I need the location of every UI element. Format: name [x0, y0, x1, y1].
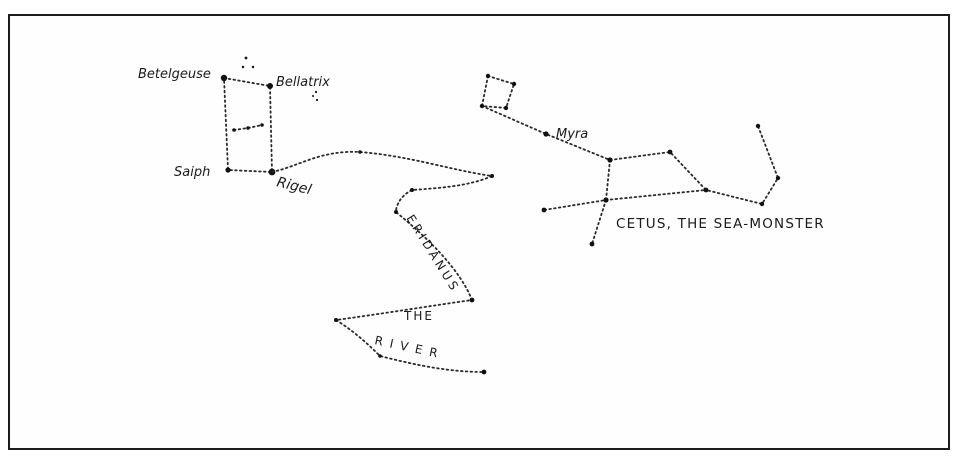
head-star: [241, 65, 245, 69]
faint-star: [312, 95, 314, 97]
river-star: [358, 150, 362, 154]
cetus-star: [775, 175, 781, 181]
belt-star: [260, 123, 264, 127]
river-star: [410, 188, 414, 192]
river-star: [378, 354, 382, 358]
cetus-star: [485, 73, 491, 79]
river-star: [334, 318, 338, 322]
cetus-star: [603, 197, 609, 203]
river-star: [481, 369, 487, 375]
faint-star: [315, 98, 319, 102]
cetus-star: [703, 187, 709, 193]
orion-outline: [223, 77, 273, 173]
river-star: [490, 174, 494, 178]
cetus-body-left: [543, 159, 611, 211]
cetus-star: [541, 207, 547, 213]
river-star: [394, 210, 398, 214]
cetus-star: [755, 123, 761, 129]
label-river: RIVER: [373, 333, 445, 361]
label-the: THE: [403, 309, 434, 323]
label-bellatrix: Bellatrix: [276, 75, 330, 90]
cetus-body-right: [605, 189, 707, 201]
cetus-star: [759, 201, 765, 207]
eridanus-constellation: [271, 150, 496, 375]
faint-star: [314, 90, 318, 94]
belt-star: [246, 126, 250, 130]
cetus-star: [503, 105, 509, 111]
label-rigel: Rigel: [275, 174, 313, 198]
star-betelgeuse: [220, 74, 228, 82]
label-cetus: CETUS, THE SEA-MONSTER: [616, 216, 825, 232]
cetus-star: [479, 103, 485, 109]
diagram-frame: [8, 14, 950, 450]
cetus-star: [667, 149, 673, 155]
cetus-head: [480, 75, 516, 109]
head-star: [244, 56, 248, 60]
star-myra: [543, 131, 549, 137]
head-star: [251, 65, 255, 69]
cetus-constellation: [479, 73, 781, 247]
label-eridanus: ERIDANUS: [403, 212, 462, 295]
cetus-star: [511, 81, 517, 87]
label-myra: Myra: [556, 127, 588, 142]
cetus-neck: [481, 105, 779, 206]
river-star: [469, 297, 475, 303]
cetus-star: [589, 241, 595, 247]
belt-star: [232, 128, 236, 132]
label-saiph: Saiph: [174, 165, 210, 180]
cetus-tail: [591, 199, 607, 245]
cetus-star: [607, 157, 613, 163]
star-saiph: [225, 167, 231, 173]
label-betelgeuse: Betelgeuse: [138, 67, 211, 82]
star-bellatrix: [267, 83, 273, 89]
